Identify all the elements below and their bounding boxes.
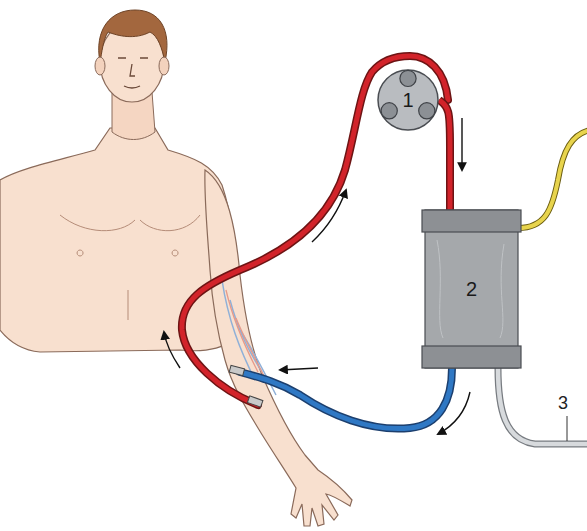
torso bbox=[0, 128, 238, 352]
chest-lines bbox=[60, 215, 200, 320]
dialysate-out-tube bbox=[498, 368, 587, 444]
tube-outline bbox=[439, 100, 450, 210]
roller-pump: 1 bbox=[376, 68, 440, 132]
part-number: 1 bbox=[402, 90, 413, 110]
needle bbox=[229, 365, 244, 375]
arterial-tube-core bbox=[182, 56, 448, 405]
blood-tube bbox=[439, 100, 450, 210]
part-number: 2 bbox=[466, 279, 477, 299]
leader-line bbox=[567, 416, 568, 441]
dialysate-out-tube-core bbox=[498, 368, 587, 444]
ear bbox=[159, 57, 169, 75]
arterial-tube bbox=[182, 56, 448, 405]
ear bbox=[95, 57, 105, 75]
hair bbox=[99, 10, 167, 62]
venous-tube bbox=[240, 368, 452, 429]
tube-core bbox=[439, 100, 450, 210]
callout-number: 3 bbox=[558, 394, 568, 412]
dialysate-in-tube bbox=[518, 130, 587, 228]
arm bbox=[205, 170, 352, 526]
face-details bbox=[118, 58, 148, 88]
needle bbox=[247, 396, 263, 407]
flow-arrows bbox=[164, 118, 470, 434]
venous-tube-core bbox=[240, 368, 452, 429]
dialyzer: 2 bbox=[425, 210, 518, 368]
dialysate-in-tube-core bbox=[518, 130, 587, 228]
